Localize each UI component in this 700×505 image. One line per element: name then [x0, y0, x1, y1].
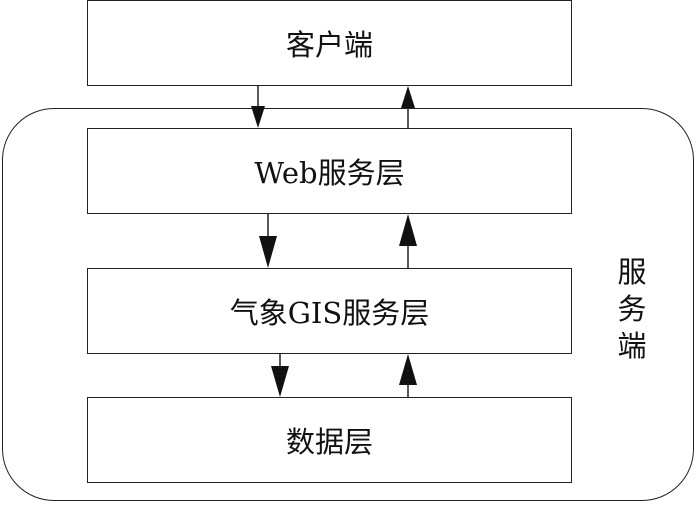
arrow-web-to-client	[401, 86, 415, 128]
data-layer-box: 数据层	[87, 397, 572, 483]
client-layer-label: 客户端	[285, 28, 373, 62]
arrow-client-to-web	[251, 86, 265, 128]
server-side-label-char-2: 务	[617, 292, 647, 326]
data-layer-label: 数据层	[285, 425, 373, 459]
arrow-gis-to-data	[271, 354, 289, 397]
web-service-layer-label: Web服务层	[254, 156, 405, 190]
gis-service-layer-box: 气象GIS服务层	[87, 268, 572, 354]
gis-service-layer-label: 气象GIS服务层	[229, 296, 430, 330]
server-side-label-char-3: 端	[617, 329, 647, 363]
web-service-layer-box: Web服务层	[87, 128, 572, 214]
arrow-data-to-gis	[399, 354, 417, 397]
server-side-frame	[2, 108, 694, 501]
server-side-label-char-1: 服	[617, 255, 647, 289]
arrow-gis-to-web	[399, 214, 417, 268]
arrow-web-to-gis	[259, 214, 277, 268]
client-layer-box: 客户端	[87, 0, 572, 86]
server-side-label: 服 务 端	[614, 254, 650, 365]
